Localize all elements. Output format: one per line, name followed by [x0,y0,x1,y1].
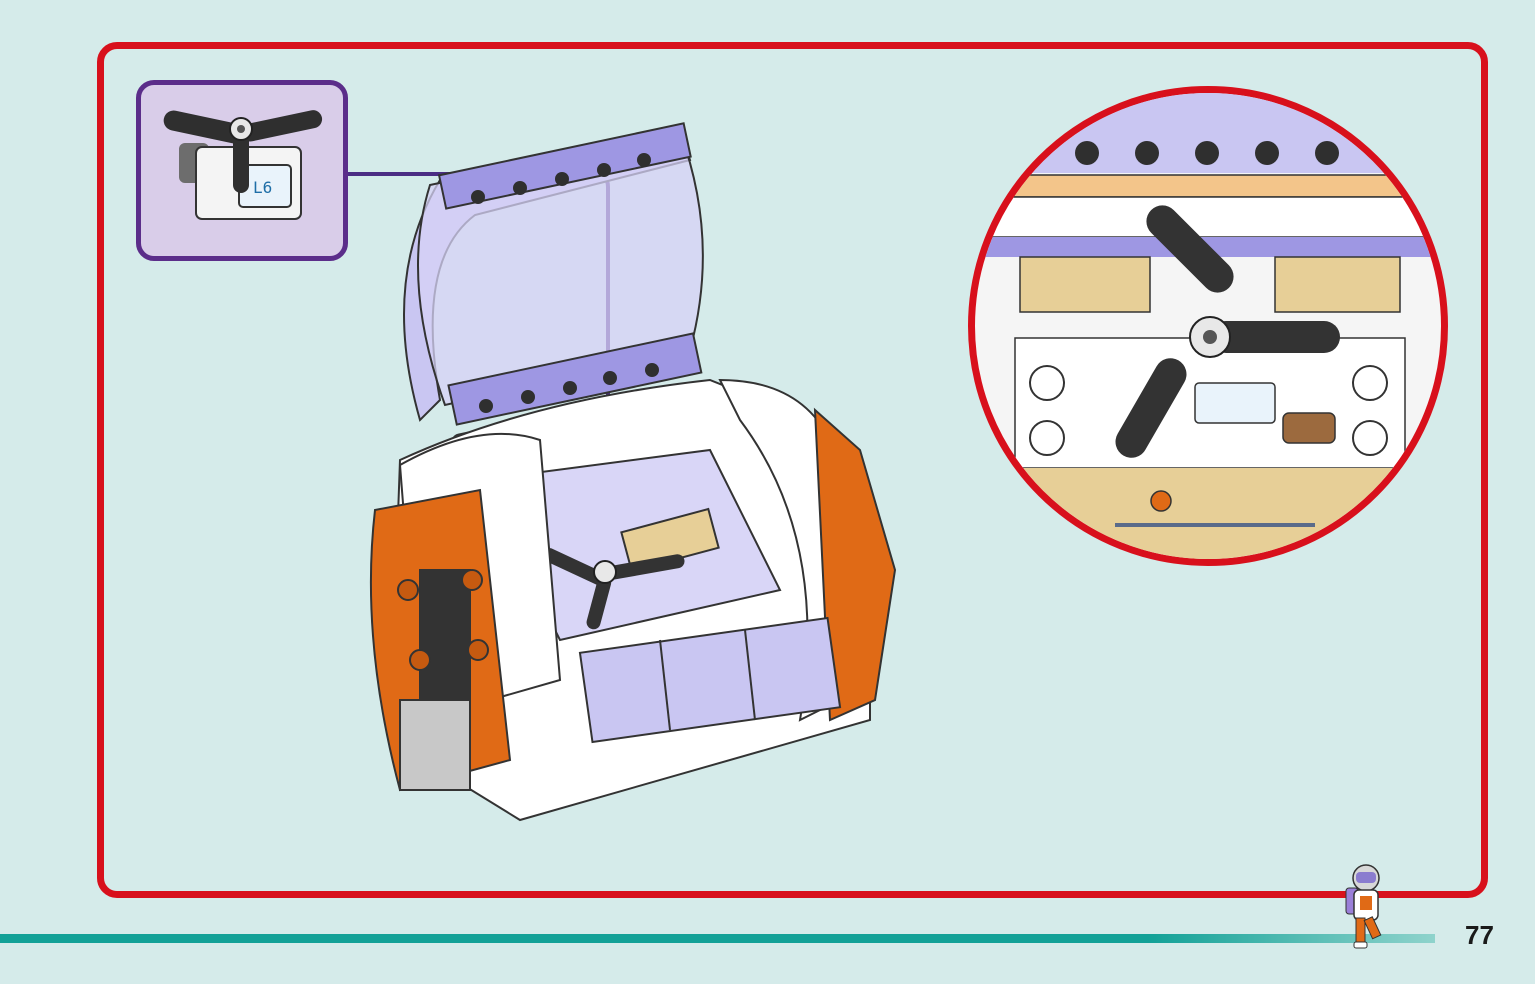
propeller-part-icon: L6 [163,110,323,220]
page-footer-bar [0,934,1435,943]
step-frame [97,42,1488,898]
svg-text:L6: L6 [253,178,272,197]
page-number: 77 [1465,920,1494,950]
parts-callout: L6 [136,80,348,261]
detail-illustration [975,93,1441,559]
detail-zoom-circle [968,86,1448,566]
model-illustration [369,122,897,822]
astronaut-mascot-icon [1345,864,1382,949]
